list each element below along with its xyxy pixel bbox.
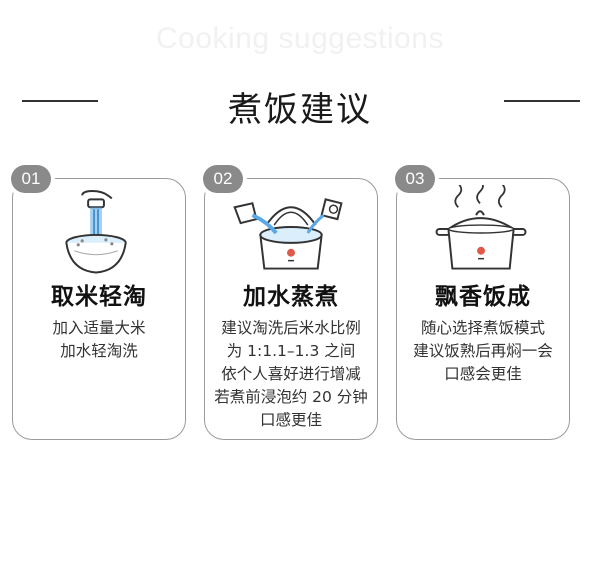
step-description: 建议淘洗后米水比例 为 1:1.1–1.3 之间 依个人喜好进行增减 若煮前浸泡…	[205, 317, 377, 432]
page-title: 煮饭建议	[228, 90, 372, 130]
left-rule	[22, 100, 98, 102]
description-line: 若煮前浸泡约 20 分钟	[214, 388, 368, 406]
step-card-2: 02 加水蒸煮 建议淘洗后米水比例 为 1:1.1–1.3 之间 依个人喜好进行…	[203, 165, 378, 440]
description-line: 建议饭熟后再焖一会	[413, 342, 553, 360]
step-title: 飘香饭成	[435, 284, 531, 310]
description-line: 随心选择煮饭模式	[420, 319, 545, 337]
step-title: 取米轻淘	[51, 284, 147, 310]
description-line: 建议淘洗后米水比例	[221, 319, 361, 337]
background-english-title: Cooking suggestions	[155, 22, 444, 55]
step-card-1: 01 取米轻淘 加入适量大米 加水轻淘洗	[11, 165, 186, 440]
step-description: 加入适量大米 加水轻淘洗	[13, 317, 185, 363]
right-rule	[504, 100, 580, 102]
steaming-rice-cooker-icon	[435, 185, 527, 270]
pouring-water-cooker-icon	[233, 198, 343, 270]
description-line: 口感更佳	[259, 411, 322, 429]
step-number-badge: 01	[11, 165, 51, 193]
description-line: 依个人喜好进行增减	[221, 365, 361, 383]
description-line: 加水轻淘洗	[60, 342, 138, 360]
description-line: 为 1:1.1–1.3 之间	[226, 342, 356, 360]
step-number-badge: 02	[203, 165, 243, 193]
rice-bowl-washing-icon	[65, 189, 127, 274]
step-title: 加水蒸煮	[243, 284, 339, 310]
step-description: 随心选择煮饭模式 建议饭熟后再焖一会 口感会更佳	[397, 317, 569, 386]
description-line: 口感会更佳	[444, 365, 522, 383]
step-number-badge: 03	[395, 165, 435, 193]
step-card-3: 03 飘香饭成 随心选择煮饭模式 建议饭熟后再焖一会 口感会更佳	[395, 165, 570, 440]
description-line: 加入适量大米	[52, 319, 146, 337]
